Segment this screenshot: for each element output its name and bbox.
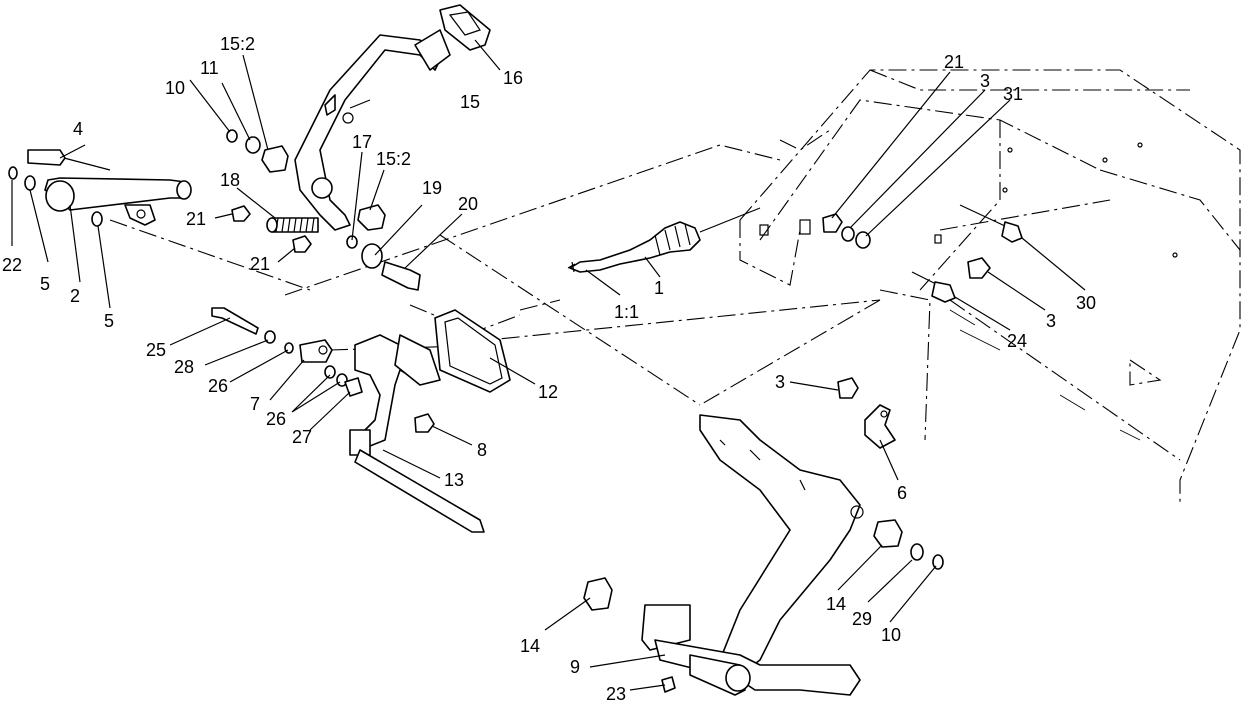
callout-28: 28 xyxy=(174,357,194,377)
throttle-cable xyxy=(567,207,761,273)
callout-7: 7 xyxy=(250,394,260,414)
callout-5-right: 5 xyxy=(104,311,114,331)
pivot-tube-assembly xyxy=(8,149,192,227)
callout-labels: 1 1:1 2 3 3 3 4 5 5 6 7 8 9 10 10 11 12 … xyxy=(2,34,1096,704)
callout-15-2-upper: 15:2 xyxy=(220,34,255,54)
callout-27: 27 xyxy=(292,427,312,447)
callout-18: 18 xyxy=(220,170,240,190)
callout-15: 15 xyxy=(460,92,480,112)
callout-23: 23 xyxy=(606,684,626,704)
callout-20: 20 xyxy=(458,194,478,214)
callout-12: 12 xyxy=(538,382,558,402)
callout-11: 11 xyxy=(200,58,219,78)
callout-8: 8 xyxy=(477,440,487,460)
callout-5-left: 5 xyxy=(40,274,50,294)
callout-2: 2 xyxy=(70,286,80,306)
callout-19: 19 xyxy=(422,178,442,198)
callout-30: 30 xyxy=(1076,293,1096,313)
callout-10-lower: 10 xyxy=(881,625,901,645)
callout-1-1: 1:1 xyxy=(614,302,639,322)
callout-4: 4 xyxy=(73,119,83,139)
callout-1: 1 xyxy=(654,278,664,298)
callout-10-upper: 10 xyxy=(165,78,185,98)
brake-pedal-arm xyxy=(349,309,511,533)
callout-22: 22 xyxy=(2,255,22,275)
callout-17: 17 xyxy=(352,132,372,152)
callout-15-2-lower: 15:2 xyxy=(376,149,411,169)
upper-hardware xyxy=(226,129,421,291)
callout-21-upper-left: 21 xyxy=(186,209,206,229)
callout-26-upper: 26 xyxy=(208,376,228,396)
leader-lines xyxy=(11,39,1086,691)
callout-3-frame-right: 3 xyxy=(1046,311,1056,331)
mid-hardware xyxy=(211,307,435,433)
callout-21-lower-left: 21 xyxy=(250,254,270,274)
callout-6: 6 xyxy=(897,483,907,503)
spring xyxy=(266,217,319,233)
callout-14-right: 14 xyxy=(826,594,846,614)
callout-13: 13 xyxy=(444,470,464,490)
lower-pedal-assembly xyxy=(583,414,944,696)
frame-phantom xyxy=(109,69,1241,505)
callout-29: 29 xyxy=(852,609,872,629)
callout-21-frame: 21 xyxy=(944,52,964,72)
callout-3-bracket: 3 xyxy=(775,372,785,392)
callout-3-frame-top: 3 xyxy=(980,71,990,91)
callout-26-lower: 26 xyxy=(266,409,286,429)
callout-25: 25 xyxy=(146,340,166,360)
upper-pedal-arm xyxy=(294,4,491,231)
frame-hardware xyxy=(822,204,1023,449)
callout-9: 9 xyxy=(570,657,580,677)
callout-14-left: 14 xyxy=(520,636,540,656)
callout-24: 24 xyxy=(1007,331,1027,351)
callout-16: 16 xyxy=(503,68,523,88)
callout-31: 31 xyxy=(1003,84,1023,104)
